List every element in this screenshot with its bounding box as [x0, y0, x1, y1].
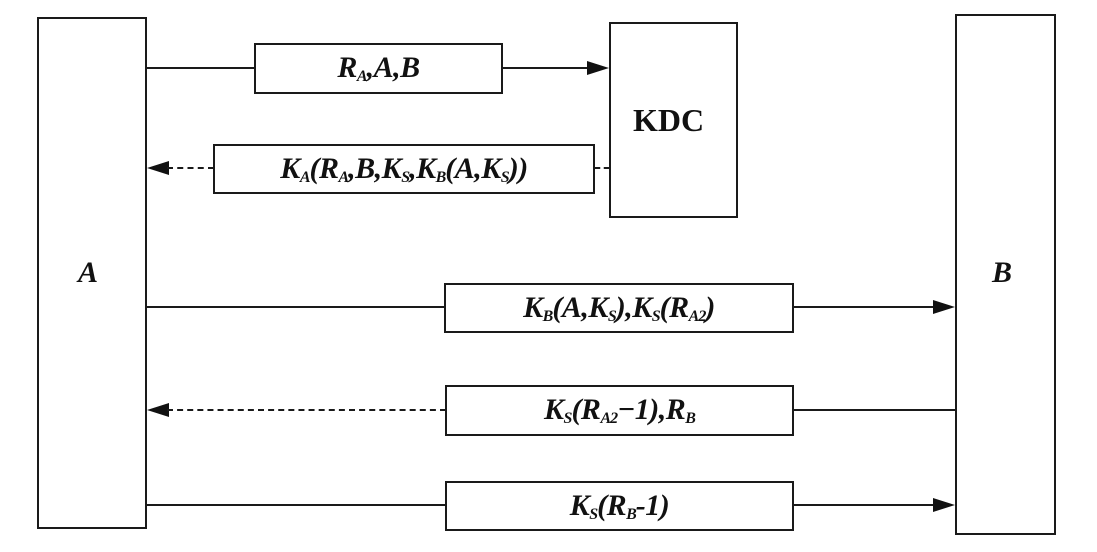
msg-text-segment: -1) [635, 488, 670, 522]
msg2-text: KA(RA,B,KS,KB(A,KS)) [280, 151, 528, 187]
msg-text-subscript: S [563, 410, 573, 427]
msg1-box: RA,A,B [254, 43, 503, 94]
msg3-line-right [794, 306, 936, 308]
msg-text-subscript: B [542, 307, 554, 325]
entity-a-box [37, 17, 147, 529]
msg-text-segment: ,K [409, 151, 436, 185]
msg-text-segment: (R [309, 151, 339, 185]
entity-a-label: A [78, 256, 99, 289]
msg-text-segment: ) [705, 290, 715, 324]
msg-text-segment: (R [659, 290, 690, 324]
msg-text-segment: ),K [615, 290, 653, 324]
msg4-box: KS(RA2−1),RB [445, 385, 794, 436]
msg-text-subscript: S [500, 168, 510, 186]
msg3-arrowhead-icon [933, 300, 955, 314]
msg-text-subscript: A [356, 68, 368, 85]
msg5-line-left [147, 504, 446, 506]
msg5-text: KS(RB-1) [570, 489, 670, 524]
msg1-text: RA,A,B [337, 51, 421, 86]
msg5-line-right [794, 504, 936, 506]
msg-text-segment: K [544, 393, 564, 426]
entity-kdc-label: KDC [633, 102, 705, 138]
msg-text-subscript: S [651, 307, 661, 325]
msg4-line-left [167, 409, 446, 411]
msg-text-subscript: S [401, 168, 410, 186]
msg-text-subscript: A2 [600, 410, 618, 427]
msg-text-subscript: A [338, 168, 349, 186]
msg-text-segment: )) [508, 151, 528, 185]
msg-text-subscript: B [685, 410, 696, 427]
msg3-line-left [147, 306, 445, 308]
msg1-line-right [503, 67, 591, 69]
msg-text-segment: K [280, 151, 300, 185]
msg-text-segment: ,B,K [348, 151, 402, 185]
msg-text-segment: ,A,B [366, 51, 421, 84]
msg4-text: KS(RA2−1),RB [544, 393, 696, 428]
msg-text-subscript: B [626, 505, 637, 523]
msg-text-segment: (A,K [445, 151, 501, 185]
msg-text-segment: K [523, 290, 543, 324]
msg-text-subscript: B [435, 168, 447, 186]
msg-text-segment: −1),R [617, 393, 686, 426]
msg-text-subscript: S [607, 307, 617, 325]
msg3-box: KB(A,KS),KS(RA2) [444, 283, 794, 333]
msg5-arrowhead-icon [933, 498, 955, 512]
msg-text-segment: (R [597, 488, 627, 522]
entity-kdc-box [609, 22, 738, 218]
msg4-arrowhead-icon [147, 403, 169, 417]
msg4-line-right [794, 409, 955, 411]
msg2-arrowhead-icon [147, 161, 169, 175]
msg-text-segment: K [569, 488, 590, 522]
msg2-box: KA(RA,B,KS,KB(A,KS)) [213, 144, 595, 194]
msg-text-subscript: A2 [688, 307, 707, 325]
msg5-box: KS(RB-1) [445, 481, 794, 531]
msg1-arrowhead-icon [587, 61, 609, 75]
msg-text-subscript: S [589, 505, 598, 523]
msg2-line-right [595, 167, 609, 169]
msg-text-segment: (R [571, 393, 601, 426]
msg1-line-left [147, 67, 255, 69]
msg-text-subscript: A [299, 168, 311, 186]
msg-text-segment: (A,K [552, 290, 608, 324]
msg3-text: KB(A,KS),KS(RA2) [523, 291, 715, 326]
entity-b-label: B [992, 256, 1013, 289]
entity-b-box [955, 14, 1056, 535]
msg-text-segment: R [337, 51, 357, 84]
msg2-line-left [167, 167, 214, 169]
